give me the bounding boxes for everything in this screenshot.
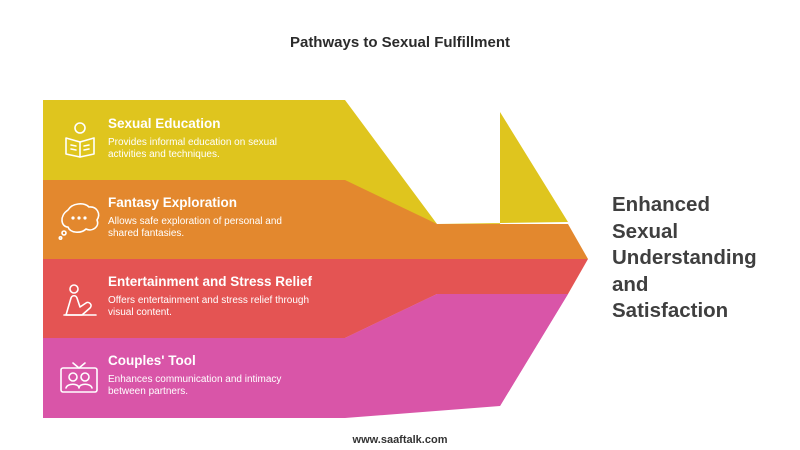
band-title-sexual-education: Sexual Education — [108, 116, 221, 131]
band-desc-entertainment: Offers entertainment and stress relief t… — [108, 295, 310, 318]
thought-bubble-icon — [58, 202, 102, 245]
relaxing-person-icon — [62, 283, 98, 324]
band-title-couples-tool: Couples' Tool — [108, 353, 196, 368]
band-entertainment-shape — [43, 259, 588, 338]
band-fantasy-exploration-shape — [43, 180, 588, 259]
band-couples-tool-shape — [43, 294, 568, 418]
book-reader-icon — [60, 120, 100, 163]
band-desc-couples-tool: Enhances communication and intimacy betw… — [108, 374, 282, 397]
diagram-title: Pathways to Sexual Fulfillment — [289, 34, 511, 51]
arrow-head-upper — [437, 112, 568, 224]
tv-couple-icon — [58, 360, 100, 401]
footer-url: www.saaftalk.com — [352, 434, 448, 446]
band-title-entertainment: Entertainment and Stress Relief — [108, 274, 313, 289]
band-desc-sexual-education: Provides informal education on sexual ac… — [108, 137, 277, 160]
band-title-fantasy-exploration: Fantasy Exploration — [108, 195, 238, 210]
arrow-head-lower — [437, 294, 568, 406]
outcome-label: Enhanced Sexual Understanding and Satisf… — [612, 193, 757, 322]
band-desc-fantasy-exploration: Allows safe exploration of personal and … — [108, 216, 282, 239]
